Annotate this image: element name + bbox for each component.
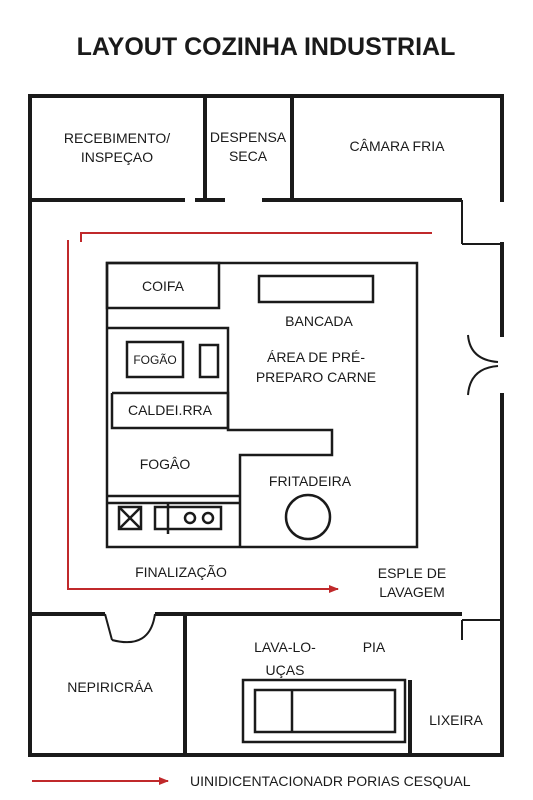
legend: UINIDICENTACIONADR PORIAS CESQUAL bbox=[32, 773, 471, 789]
label-bancada: BANCADA bbox=[285, 313, 353, 329]
burner-unit bbox=[153, 505, 223, 531]
label-recebimento-1: RECEBIMENTO/ bbox=[64, 130, 170, 146]
label-despensa-1: DESPENSA bbox=[210, 129, 287, 145]
label-lavagem-1: ESPLE DE bbox=[378, 565, 446, 581]
fogao-small-box bbox=[125, 340, 185, 379]
label-coifa: COIFA bbox=[142, 278, 185, 294]
label-pre-preparo-2: PREPARO CARNE bbox=[256, 369, 376, 385]
fritadeira-vat bbox=[284, 493, 332, 541]
lava-loucas-unit bbox=[241, 678, 407, 744]
label-lixeira: LIXEIRA bbox=[429, 712, 483, 728]
workflow-path bbox=[67, 232, 432, 593]
label-recebimento-2: INSPEÇAO bbox=[81, 149, 153, 165]
bancada-counter bbox=[257, 274, 375, 304]
right-doors bbox=[461, 200, 502, 640]
fogao-small-oven bbox=[198, 343, 220, 379]
label-camara-fria: CÂMARA FRIA bbox=[350, 138, 446, 154]
legend-text: UINIDICENTACIONADR PORIAS CESQUAL bbox=[190, 773, 471, 789]
label-lava-loucas-1: LAVA-LO- bbox=[254, 639, 316, 655]
top-rooms-walls bbox=[30, 96, 462, 202]
diagram-title: LAYOUT COZINHA INDUSTRIAL bbox=[77, 33, 456, 61]
outer-walls bbox=[28, 94, 504, 757]
label-lava-loucas-2: UÇAS bbox=[266, 662, 305, 678]
label-despensa-2: SECA bbox=[229, 148, 268, 164]
label-caldeira: CALDEI.RRA bbox=[128, 402, 213, 418]
label-pia: PIA bbox=[363, 639, 386, 655]
label-finalizacao: FINALIZAÇÃO bbox=[135, 564, 227, 580]
label-nepiricraa: NEPIRICRÁA bbox=[67, 679, 153, 695]
nepiricraa-door bbox=[104, 613, 156, 644]
label-fogao: FOGÂO bbox=[140, 456, 191, 472]
bottom-rooms-walls bbox=[30, 612, 462, 755]
label-fogao-small: FOGÃO bbox=[133, 353, 176, 367]
central-island bbox=[105, 261, 419, 549]
label-pre-preparo-1: ÁREA DE PRÉ- bbox=[267, 349, 365, 365]
label-lavagem-2: LAVAGEM bbox=[379, 584, 445, 600]
equipment-box bbox=[117, 505, 143, 531]
coifa-box bbox=[105, 261, 221, 310]
label-fritadeira: FRITADEIRA bbox=[269, 473, 352, 489]
